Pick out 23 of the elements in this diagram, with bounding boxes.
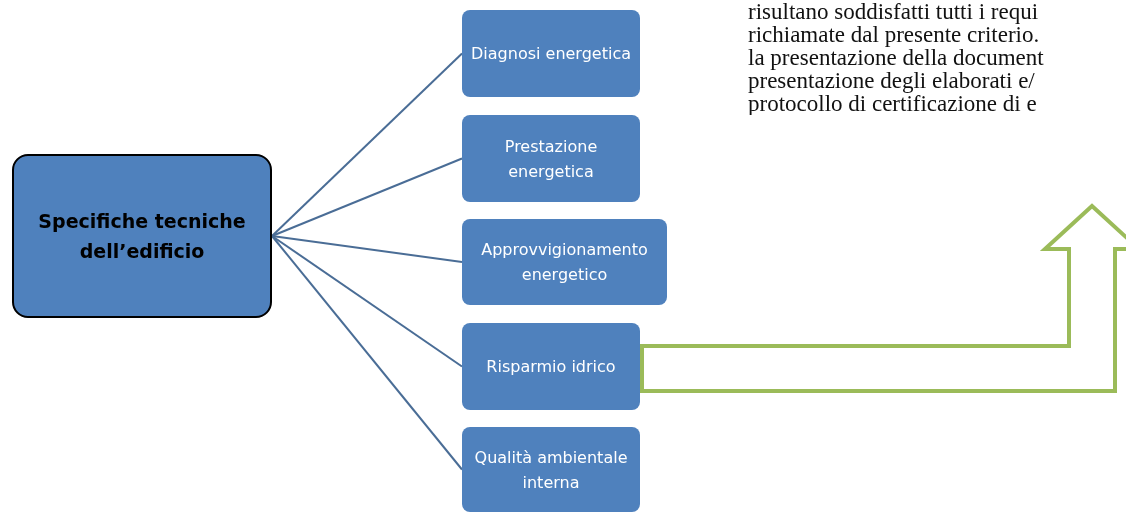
subtopic-box <box>462 10 640 97</box>
text-line: richiamate dal presente criterio. <box>748 23 1041 46</box>
main-topic-box <box>12 154 272 318</box>
connector-line <box>271 235 463 471</box>
subtopic-box <box>462 323 640 410</box>
node-label: Diagnosi energetica <box>471 43 631 65</box>
text-line: la presentazione della document <box>748 46 1045 69</box>
connector-line <box>271 157 463 237</box>
node-label: Prestazione energetica <box>503 135 599 183</box>
connector-line <box>271 235 463 368</box>
subtopic-box <box>462 427 640 512</box>
bent-block-arrow <box>640 203 1126 393</box>
connector-line <box>271 52 463 237</box>
text-line: presentazione degli elaborati e/ <box>748 69 1036 92</box>
subtopic-box <box>462 115 640 202</box>
text-line: risultano soddisfatti tutti i requi <box>748 0 1040 23</box>
text-line: protocollo di certificazione di e <box>748 92 1038 115</box>
node-label: Specifiche tecniche dell’edificio <box>37 209 247 264</box>
node-label: Approvvigionamento energetico <box>480 239 649 286</box>
connector-line <box>271 235 463 263</box>
node-label: Risparmio idrico <box>486 356 616 378</box>
subtopic-box <box>462 219 667 305</box>
node-label: Qualità ambientale interna <box>473 446 629 494</box>
